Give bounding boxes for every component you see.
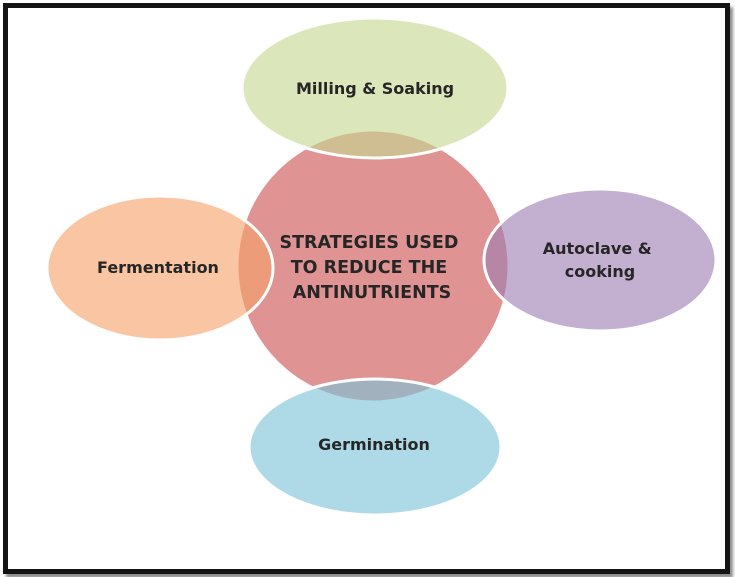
node-fermentation-label: Fermentation bbox=[97, 258, 219, 277]
center-label: STRATEGIES USED TO REDUCE THE ANTINUTRIE… bbox=[279, 233, 464, 303]
node-milling-soaking bbox=[240, 16, 510, 160]
node-label-line: Fermentation bbox=[97, 258, 219, 277]
node-germination-label: Germination bbox=[318, 435, 430, 454]
node-fermentation bbox=[45, 194, 275, 342]
center-label-line: TO REDUCE THE bbox=[291, 258, 448, 278]
node-label-line: Germination bbox=[318, 435, 430, 454]
node-milling-soaking-label: Milling & Soaking bbox=[296, 79, 454, 98]
center-label-line: STRATEGIES USED bbox=[279, 233, 458, 253]
node-germination bbox=[247, 377, 503, 517]
center-label-line: ANTINUTRIENTS bbox=[293, 283, 452, 303]
node-autoclave-cooking-label: Autoclave & cooking bbox=[543, 239, 658, 281]
node-label-line: Milling & Soaking bbox=[296, 79, 454, 98]
node-autoclave-cooking bbox=[482, 187, 718, 333]
node-label-line: Autoclave & bbox=[543, 239, 652, 258]
node-label-line: cooking bbox=[565, 262, 635, 281]
